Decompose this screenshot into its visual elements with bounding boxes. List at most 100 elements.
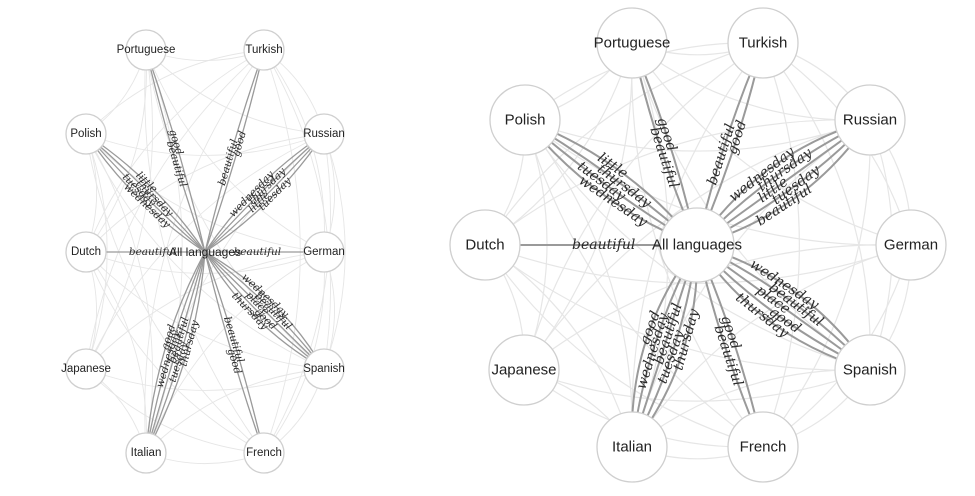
language-node-label: French bbox=[246, 447, 282, 459]
hub-link-portuguese bbox=[145, 49, 206, 253]
language-node-circle bbox=[489, 84, 561, 156]
language-node-circle bbox=[243, 432, 285, 474]
background-link bbox=[631, 42, 764, 448]
hub-link-italian bbox=[145, 251, 206, 454]
background-link bbox=[85, 133, 325, 253]
hub-link-italian bbox=[145, 251, 206, 454]
language-node-label: French bbox=[740, 439, 787, 456]
background-link bbox=[145, 368, 325, 454]
language-node-label: Spanish bbox=[843, 362, 897, 379]
hub-link-turkish bbox=[204, 49, 265, 253]
background-link bbox=[85, 49, 265, 253]
hub-node-circle bbox=[659, 207, 735, 283]
language-node-dutch: Dutch bbox=[449, 209, 521, 281]
background-link bbox=[484, 244, 764, 448]
word-label-beautiful: beautiful bbox=[572, 237, 635, 253]
background-link bbox=[85, 133, 325, 156]
background-link bbox=[144, 49, 265, 454]
hub-links bbox=[85, 49, 325, 454]
background-link bbox=[523, 119, 871, 371]
hub-link-french bbox=[204, 251, 265, 454]
language-node-label: Polish bbox=[505, 112, 546, 129]
background-link bbox=[85, 133, 265, 454]
language-node-circle bbox=[449, 209, 521, 281]
language-node-circle bbox=[488, 334, 560, 406]
background-link bbox=[85, 133, 325, 253]
hub-node: All languages bbox=[169, 245, 241, 259]
background-link bbox=[144, 49, 265, 454]
language-node-german: German bbox=[875, 209, 947, 281]
language-node-circle bbox=[125, 432, 167, 474]
language-node-label: Italian bbox=[612, 439, 652, 456]
background-link bbox=[85, 251, 325, 370]
language-node-portuguese: Portuguese bbox=[117, 29, 176, 71]
language-node-label: Italian bbox=[131, 447, 162, 459]
background-link bbox=[524, 119, 871, 152]
language-node-circle bbox=[596, 7, 668, 79]
background-link bbox=[145, 49, 325, 370]
language-node-german: German bbox=[303, 231, 345, 273]
hub-link-italian bbox=[145, 251, 206, 454]
language-node-label: Russian bbox=[303, 128, 345, 140]
language-node-spanish: Spanish bbox=[303, 348, 345, 390]
language-node-label: Spanish bbox=[303, 363, 345, 375]
language-node-circle bbox=[303, 348, 345, 390]
language-node-circle bbox=[834, 84, 906, 156]
language-node-dutch: Dutch bbox=[65, 231, 107, 273]
language-node-russian: Russian bbox=[303, 113, 345, 155]
hub-link-turkish bbox=[204, 49, 265, 253]
language-node-turkish: Turkish bbox=[243, 29, 285, 71]
language-node-label: Japanese bbox=[61, 363, 111, 375]
language-node-russian: Russian bbox=[834, 84, 906, 156]
background-link bbox=[484, 119, 871, 246]
background-link bbox=[631, 42, 764, 448]
language-node-polish: Polish bbox=[65, 113, 107, 155]
background-link bbox=[484, 244, 912, 284]
language-node-italian: Italian bbox=[596, 411, 668, 483]
background-link bbox=[85, 251, 265, 454]
language-node-japanese: Japanese bbox=[61, 348, 111, 390]
background-link bbox=[85, 49, 265, 135]
hub-link-italian bbox=[145, 251, 206, 454]
background-link bbox=[85, 251, 147, 454]
hub-node-label: All languages bbox=[169, 245, 241, 259]
language-node-turkish: Turkish bbox=[727, 7, 799, 79]
word-label-beautiful: beautiful bbox=[234, 246, 282, 258]
language-node-label: Dutch bbox=[465, 237, 504, 254]
language-node-label: Dutch bbox=[71, 246, 101, 258]
hub-link-portuguese bbox=[145, 49, 206, 253]
background-link bbox=[484, 42, 764, 246]
language-node-label: Turkish bbox=[739, 35, 788, 52]
language-node-label: Russian bbox=[843, 112, 897, 129]
language-node-label: Japanese bbox=[491, 362, 556, 379]
background-link bbox=[762, 119, 871, 448]
background-link bbox=[523, 369, 871, 402]
language-node-circle bbox=[727, 411, 799, 483]
background-link bbox=[631, 244, 912, 448]
background-link bbox=[524, 119, 633, 448]
language-node-label: Portuguese bbox=[594, 35, 671, 52]
background-link bbox=[323, 133, 346, 370]
language-node-label: Portuguese bbox=[117, 44, 176, 56]
background-link bbox=[85, 251, 325, 274]
background-link bbox=[85, 368, 325, 391]
background-link bbox=[263, 49, 331, 370]
language-node-portuguese: Portuguese bbox=[594, 7, 671, 79]
language-node-label: German bbox=[884, 237, 938, 254]
background-link bbox=[631, 42, 912, 246]
hub-node-label: All languages bbox=[652, 237, 742, 254]
language-node-circle bbox=[303, 231, 345, 273]
background-link bbox=[523, 42, 633, 371]
language-node-label: Polish bbox=[70, 128, 101, 140]
language-node-circle bbox=[875, 209, 947, 281]
language-node-label: German bbox=[303, 246, 345, 258]
language-node-spanish: Spanish bbox=[834, 334, 906, 406]
language-node-circle bbox=[727, 7, 799, 79]
language-node-label: Turkish bbox=[245, 44, 282, 56]
language-node-circle bbox=[303, 113, 345, 155]
background-link bbox=[263, 133, 331, 454]
background-link bbox=[145, 49, 325, 135]
language-node-circle bbox=[243, 29, 285, 71]
